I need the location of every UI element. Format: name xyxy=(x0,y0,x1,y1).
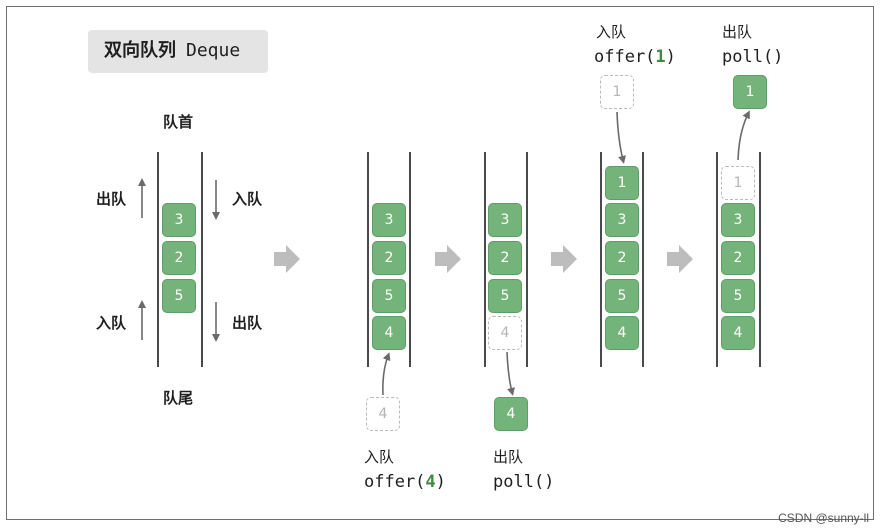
stack2-output-item: 4 xyxy=(494,397,528,431)
poll-last-zh: 出队 xyxy=(493,448,524,466)
stack3-item-5: 4 xyxy=(605,316,639,350)
poll-first-zh: 出队 xyxy=(722,23,753,41)
stack3-left-wall xyxy=(600,152,602,367)
tail-dequeue-label: 出队 xyxy=(232,314,263,332)
stack3-item-4: 5 xyxy=(605,279,639,313)
stack3-item-3: 2 xyxy=(605,241,639,275)
watermark: CSDN @sunny-ll xyxy=(778,511,869,525)
stack0-item-2: 2 xyxy=(162,241,196,275)
stack4-item-4: 4 xyxy=(721,316,755,350)
step-arrow-3 xyxy=(551,245,577,273)
stack1-item-3: 5 xyxy=(372,279,406,313)
poll-first-call: poll() xyxy=(722,47,784,67)
offer1-fn-close: ) xyxy=(665,47,676,67)
stack0-item-1: 3 xyxy=(162,203,196,237)
offer1-arrow xyxy=(616,111,626,164)
offer1-fn-open: offer( xyxy=(594,47,656,67)
stack4-output-item: 1 xyxy=(733,75,767,109)
stack4-item-3: 5 xyxy=(721,279,755,313)
stack1-item-1: 3 xyxy=(372,203,406,237)
stack4-right-wall xyxy=(759,152,761,367)
step-arrow-1 xyxy=(274,245,300,273)
offer4-arg: 4 xyxy=(425,472,436,492)
title-box xyxy=(88,30,268,73)
stack2-left-wall xyxy=(484,152,486,367)
offer4-zh: 入队 xyxy=(364,448,395,466)
poll-first-arrow xyxy=(737,110,750,161)
offer4-call: offer(4) xyxy=(364,471,446,493)
stack4-left-wall xyxy=(716,152,718,367)
title-en: Deque xyxy=(186,40,241,61)
offer4-arrow xyxy=(382,352,391,396)
offer1-zh: 入队 xyxy=(596,23,627,41)
head-dequeue-label: 出队 xyxy=(96,190,127,208)
stack4-item-2: 2 xyxy=(721,241,755,275)
stack3-right-wall xyxy=(642,152,644,367)
head-enqueue-label: 入队 xyxy=(232,190,263,208)
stack4-removed-ghost: 1 xyxy=(721,166,755,200)
stack1-item-4: 4 xyxy=(372,316,406,350)
stack2-item-3: 5 xyxy=(488,279,522,313)
stack2-right-wall xyxy=(526,152,528,367)
stack1-left-wall xyxy=(367,152,369,367)
stack0-item-3: 5 xyxy=(162,279,196,313)
stack1-right-wall xyxy=(409,152,411,367)
stack0-left-wall xyxy=(157,152,159,367)
stack0-right-wall xyxy=(201,152,203,367)
title: 双向队列 Deque xyxy=(104,38,240,64)
stack1-incoming-ghost: 4 xyxy=(366,397,400,431)
offer4-fn-open: offer( xyxy=(364,472,426,492)
poll-last-arrow xyxy=(506,351,515,396)
poll-last-call: poll() xyxy=(493,472,555,492)
tail-label: 队尾 xyxy=(163,389,194,407)
stack2-removed-ghost: 4 xyxy=(488,316,522,350)
stack2-item-2: 2 xyxy=(488,241,522,275)
step-arrow-2 xyxy=(435,245,461,273)
stack2-item-1: 3 xyxy=(488,203,522,237)
offer4-fn-close: ) xyxy=(435,472,446,492)
stack1-item-2: 2 xyxy=(372,241,406,275)
tail-enqueue-label: 入队 xyxy=(96,314,127,332)
step-arrow-4 xyxy=(667,245,693,273)
offer1-arg: 1 xyxy=(655,47,666,67)
stack4-item-1: 3 xyxy=(721,203,755,237)
offer1-call: offer(1) xyxy=(594,46,676,68)
title-zh: 双向队列 xyxy=(104,40,176,61)
stack3-item-2: 3 xyxy=(605,203,639,237)
stack3-item-1: 1 xyxy=(605,166,639,200)
head-label: 队首 xyxy=(163,113,194,131)
stack3-incoming-ghost: 1 xyxy=(600,75,634,109)
